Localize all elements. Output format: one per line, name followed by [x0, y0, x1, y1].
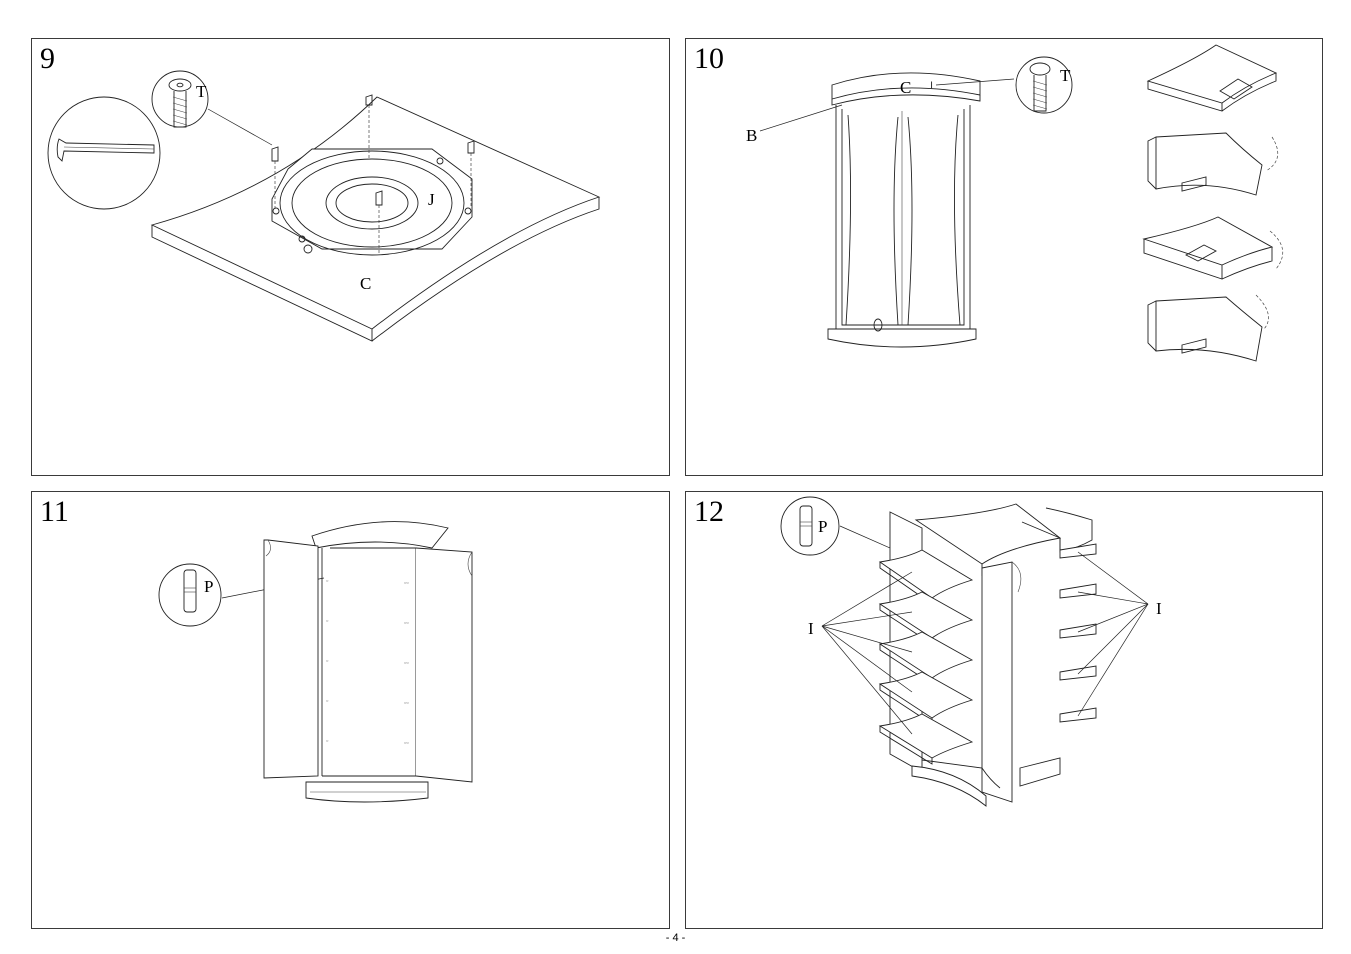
screw-t-callout [1015, 56, 1073, 114]
step-12-label-i-right: I [1156, 599, 1162, 618]
step-10-panel: 10 C I B T [685, 38, 1323, 476]
step-9-panel: 9 T [31, 38, 670, 476]
svg-text:○○: ○○ [404, 740, 409, 745]
step-12-panel: 12 P [685, 491, 1323, 929]
step-10-label-c: C [900, 78, 911, 97]
detail-view-1 [1146, 44, 1278, 112]
turntable-screws [271, 94, 475, 253]
step-9-label-c: C [360, 274, 371, 293]
svg-text:○○: ○○ [404, 660, 409, 665]
svg-text:○: ○ [326, 658, 329, 663]
svg-text:○: ○ [326, 698, 329, 703]
step-11-label-p: P [204, 577, 213, 596]
dowel-p-callout [780, 496, 923, 563]
screw-t-callout [151, 70, 273, 146]
step-10-number: 10 [694, 42, 724, 75]
left-shelves [878, 549, 974, 765]
step-12-label-p: P [818, 517, 827, 536]
cabinet-back-view: ○ ○ ○ ○ ○ ○○ ○○ ○○ ○○ ○○ [263, 521, 473, 803]
step-10-illustration: C I B T [746, 44, 1284, 362]
page-number: - 4 - [665, 932, 686, 944]
detail-view-3 [1142, 216, 1284, 280]
step-9-number: 9 [40, 42, 55, 75]
step-12-number: 12 [694, 495, 724, 528]
shelf-leader-lines [821, 551, 1149, 735]
svg-text:○○: ○○ [404, 620, 409, 625]
step-9-illustration: T J [47, 70, 601, 342]
turntable-j [271, 148, 473, 256]
step-12-illustration: P [780, 496, 1162, 807]
detail-view-4 [1147, 294, 1269, 362]
svg-text:○: ○ [326, 738, 329, 743]
step-9-label-t: T [196, 82, 207, 101]
step-12-label-i-left: I [808, 619, 814, 638]
right-shelves [1059, 543, 1097, 723]
svg-text:○○: ○○ [404, 700, 409, 705]
svg-text:○○: ○○ [404, 580, 409, 585]
allen-key-callout [47, 96, 161, 210]
step-10-label-b: B [746, 126, 757, 145]
step-11-illustration: P ○ ○ ○ ○ ○ ○○ ○○ ○○ ○○ ○○ [158, 521, 473, 803]
svg-text:○: ○ [326, 618, 329, 623]
assembled-cabinet [827, 72, 981, 348]
detail-view-2 [1147, 132, 1279, 196]
step-11-panel: 11 P ○ ○ ○ ○ ○ ○○ ○○ ○ [31, 491, 670, 929]
svg-text:○: ○ [326, 578, 329, 583]
step-11-number: 11 [40, 495, 69, 528]
step-9-label-j: J [428, 190, 435, 209]
step-10-label-screw: I [930, 80, 933, 92]
step-10-label-t: T [1060, 66, 1071, 85]
